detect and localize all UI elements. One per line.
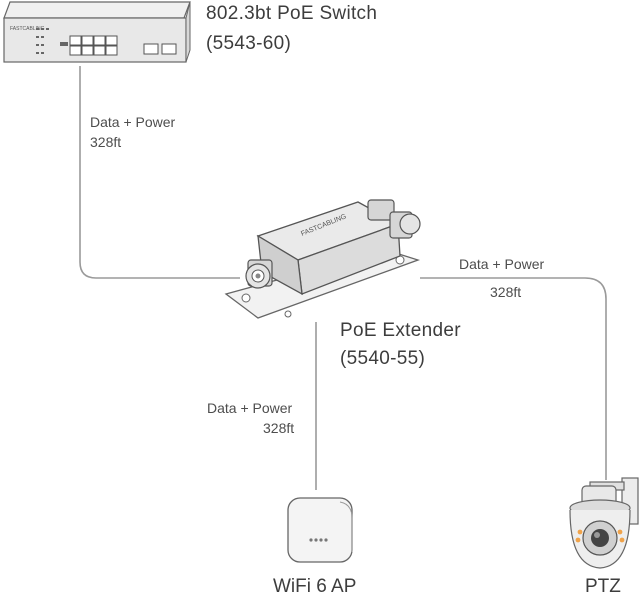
extender-model: (5540-55) [340,348,426,369]
switch-ethernet-ports [69,35,118,56]
switch-to-extender-cable [79,66,240,279]
ptz-link-label: Data + Power [459,256,545,272]
ptz-link-distance: 328ft [490,284,522,300]
ptz-label: PTZ [585,576,621,597]
poe-extender-device: FASTCABLING [224,199,421,319]
wifi-ap-device [287,497,353,563]
switch-sfp-ports [143,43,177,55]
switch-link-distance: 328ft [90,134,122,150]
extender-to-ptz-cable [420,277,607,480]
poe-switch-device: FASTCABLING [3,1,191,63]
extender-cable-glands-right [367,199,421,239]
switch-brand-logo: FASTCABLING [10,26,45,32]
switch-title: 802.3bt PoE Switch [206,3,378,24]
extender-cable-gland-left [245,259,273,289]
switch-link-label: Data + Power [90,114,176,130]
ap-link-label: Data + Power [207,400,293,416]
ptz-camera-device [569,477,639,569]
switch-model: (5543-60) [206,33,292,54]
extender-title: PoE Extender [340,320,461,341]
ap-label: WiFi 6 AP [273,576,357,597]
ap-link-distance: 328ft [263,420,295,436]
